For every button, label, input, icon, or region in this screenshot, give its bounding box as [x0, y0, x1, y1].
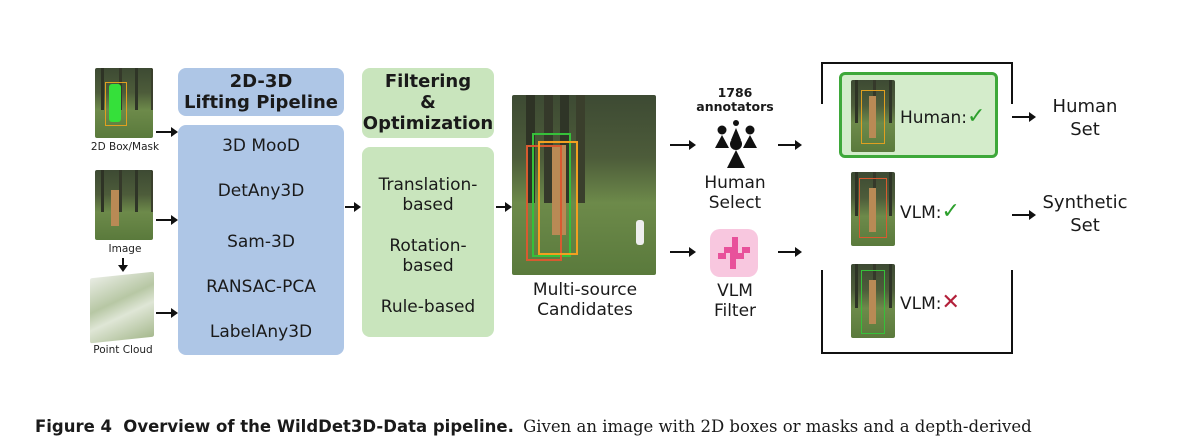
- result-label: Human:: [900, 108, 968, 128]
- arrow-to-human-set: [1012, 112, 1036, 122]
- candidates-line2: Candidates: [537, 300, 633, 320]
- people-icon: [715, 120, 757, 168]
- arrow-pointcloud-to-lifting: [156, 308, 178, 318]
- annotator-count-number: 1786: [717, 85, 753, 100]
- human-select-line2: Select: [708, 193, 762, 213]
- result-label: VLM:: [900, 203, 942, 223]
- bracket-top: [821, 62, 1013, 104]
- human-select-label: Human Select: [690, 173, 780, 213]
- lifting-method: 3D MooD: [222, 136, 300, 156]
- lifting-title-line2: Lifting Pipeline: [183, 92, 339, 113]
- result-thumb-human: [851, 80, 895, 152]
- synthetic-set-line2: Set: [1070, 215, 1100, 236]
- giraffe: [869, 188, 876, 232]
- vlm-filter-line1: VLM: [717, 281, 753, 301]
- candidates-line1: Multi-source: [532, 280, 638, 300]
- candidates-label: Multi-source Candidates: [505, 280, 665, 320]
- caption-title: Overview of the WildDet3D-Data pipeline.: [123, 417, 514, 436]
- check-icon: ✓: [967, 104, 986, 129]
- arrow-to-synthetic-set: [1012, 210, 1036, 220]
- filtering-title-line3: Optimization: [362, 113, 494, 134]
- green-mask: [109, 84, 121, 122]
- synthetic-set-line1: Synthetic: [1042, 192, 1128, 213]
- input-label-2d-box-mask: 2D Box/Mask: [90, 141, 160, 153]
- check-icon: ✓: [941, 199, 960, 224]
- giraffe: [869, 96, 876, 138]
- caption-figure-number: Figure 4: [35, 417, 113, 436]
- vlm-filter-line2: Filter: [713, 301, 757, 321]
- arrow-human-to-results: [778, 140, 802, 150]
- lifting-method: RANSAC-PCA: [206, 277, 316, 297]
- lifting-method: DetAny3D: [217, 181, 305, 201]
- input-2d-box-mask-image: [95, 68, 153, 138]
- sparkle-icon: [718, 237, 750, 269]
- input-label-image: Image: [108, 243, 142, 255]
- orange-3d-box: [861, 90, 885, 144]
- filtering-method: Rule-based: [362, 297, 494, 317]
- filtering-methods-panel: Translation- based Rotation- based Rule-…: [362, 147, 494, 337]
- result-thumb-vlm-accepted: [851, 172, 895, 246]
- filtering-method-line1: Translation-: [378, 175, 478, 195]
- red-3d-box: [859, 178, 887, 238]
- human-set-line1: Human: [1052, 96, 1118, 117]
- synthetic-set-label: Synthetic Set: [1030, 191, 1140, 237]
- filtering-method-line1: Rule-based: [380, 297, 476, 317]
- vlm-icon: [710, 229, 758, 277]
- giraffe: [869, 280, 876, 324]
- arrow-filtering-to-candidates: [496, 202, 512, 212]
- arrow-candidates-to-vlm: [670, 247, 696, 257]
- annotator-count-label: annotators: [696, 99, 774, 114]
- arrow-candidates-to-human: [670, 140, 696, 150]
- result-thumb-vlm-rejected: [851, 264, 895, 338]
- input-image: [95, 170, 153, 240]
- human-set-label: Human Set: [1035, 95, 1135, 141]
- result-vlm-rejected: VLM:✕: [900, 290, 960, 315]
- input-label-point-cloud: Point Cloud: [93, 344, 153, 356]
- filtering-title-line1: Filtering: [384, 71, 472, 92]
- filtering-method-line1: Rotation-: [389, 236, 467, 256]
- lifting-header: 2D-3D Lifting Pipeline: [178, 68, 344, 116]
- filtering-method-line2: based: [402, 256, 454, 276]
- annotator-count: 1786 annotators: [695, 86, 775, 114]
- green-3d-box: [861, 270, 885, 334]
- result-label: VLM:: [900, 294, 942, 314]
- figure-caption: Figure 4 Overview of the WildDet3D-Data …: [35, 417, 1032, 436]
- cross-icon: ✕: [941, 290, 960, 315]
- result-human: Human:✓: [900, 104, 985, 129]
- giraffe: [111, 190, 119, 226]
- filtering-method: Rotation- based: [362, 236, 494, 276]
- arrow-mask-to-lifting: [156, 127, 178, 137]
- result-vlm-accepted: VLM:✓: [900, 199, 960, 224]
- vlm-filter-label: VLM Filter: [690, 281, 780, 321]
- human-set-line2: Set: [1070, 119, 1100, 140]
- caption-text: Given an image with 2D boxes or masks an…: [523, 417, 1032, 436]
- red-3d-box: [526, 145, 562, 261]
- filtering-header: Filtering & Optimization: [362, 68, 494, 138]
- arrow-lifting-to-filtering: [345, 202, 361, 212]
- lifting-method: LabelAny3D: [209, 322, 313, 342]
- lifting-methods-panel: 3D MooD DetAny3D Sam-3D RANSAC-PCA Label…: [178, 125, 344, 355]
- box-outline: [105, 82, 127, 126]
- candidates-image: [512, 95, 656, 275]
- lifting-method: Sam-3D: [227, 232, 295, 252]
- green-3d-box: [532, 133, 571, 257]
- human-select-line1: Human: [704, 173, 766, 193]
- arrow-vlm-to-results: [778, 247, 802, 257]
- person: [636, 220, 644, 245]
- filtering-method: Translation- based: [362, 175, 494, 215]
- filtering-title-line2: &: [420, 92, 436, 113]
- arrow-image-to-lifting: [156, 215, 178, 225]
- arrow-image-to-pointcloud: [118, 258, 128, 272]
- bracket-bottom: [821, 270, 1013, 354]
- filtering-method-line2: based: [402, 195, 454, 215]
- giraffe: [552, 145, 566, 235]
- input-point-cloud: [90, 271, 154, 344]
- lifting-title-line1: 2D-3D: [229, 71, 293, 92]
- orange-3d-box: [538, 141, 578, 255]
